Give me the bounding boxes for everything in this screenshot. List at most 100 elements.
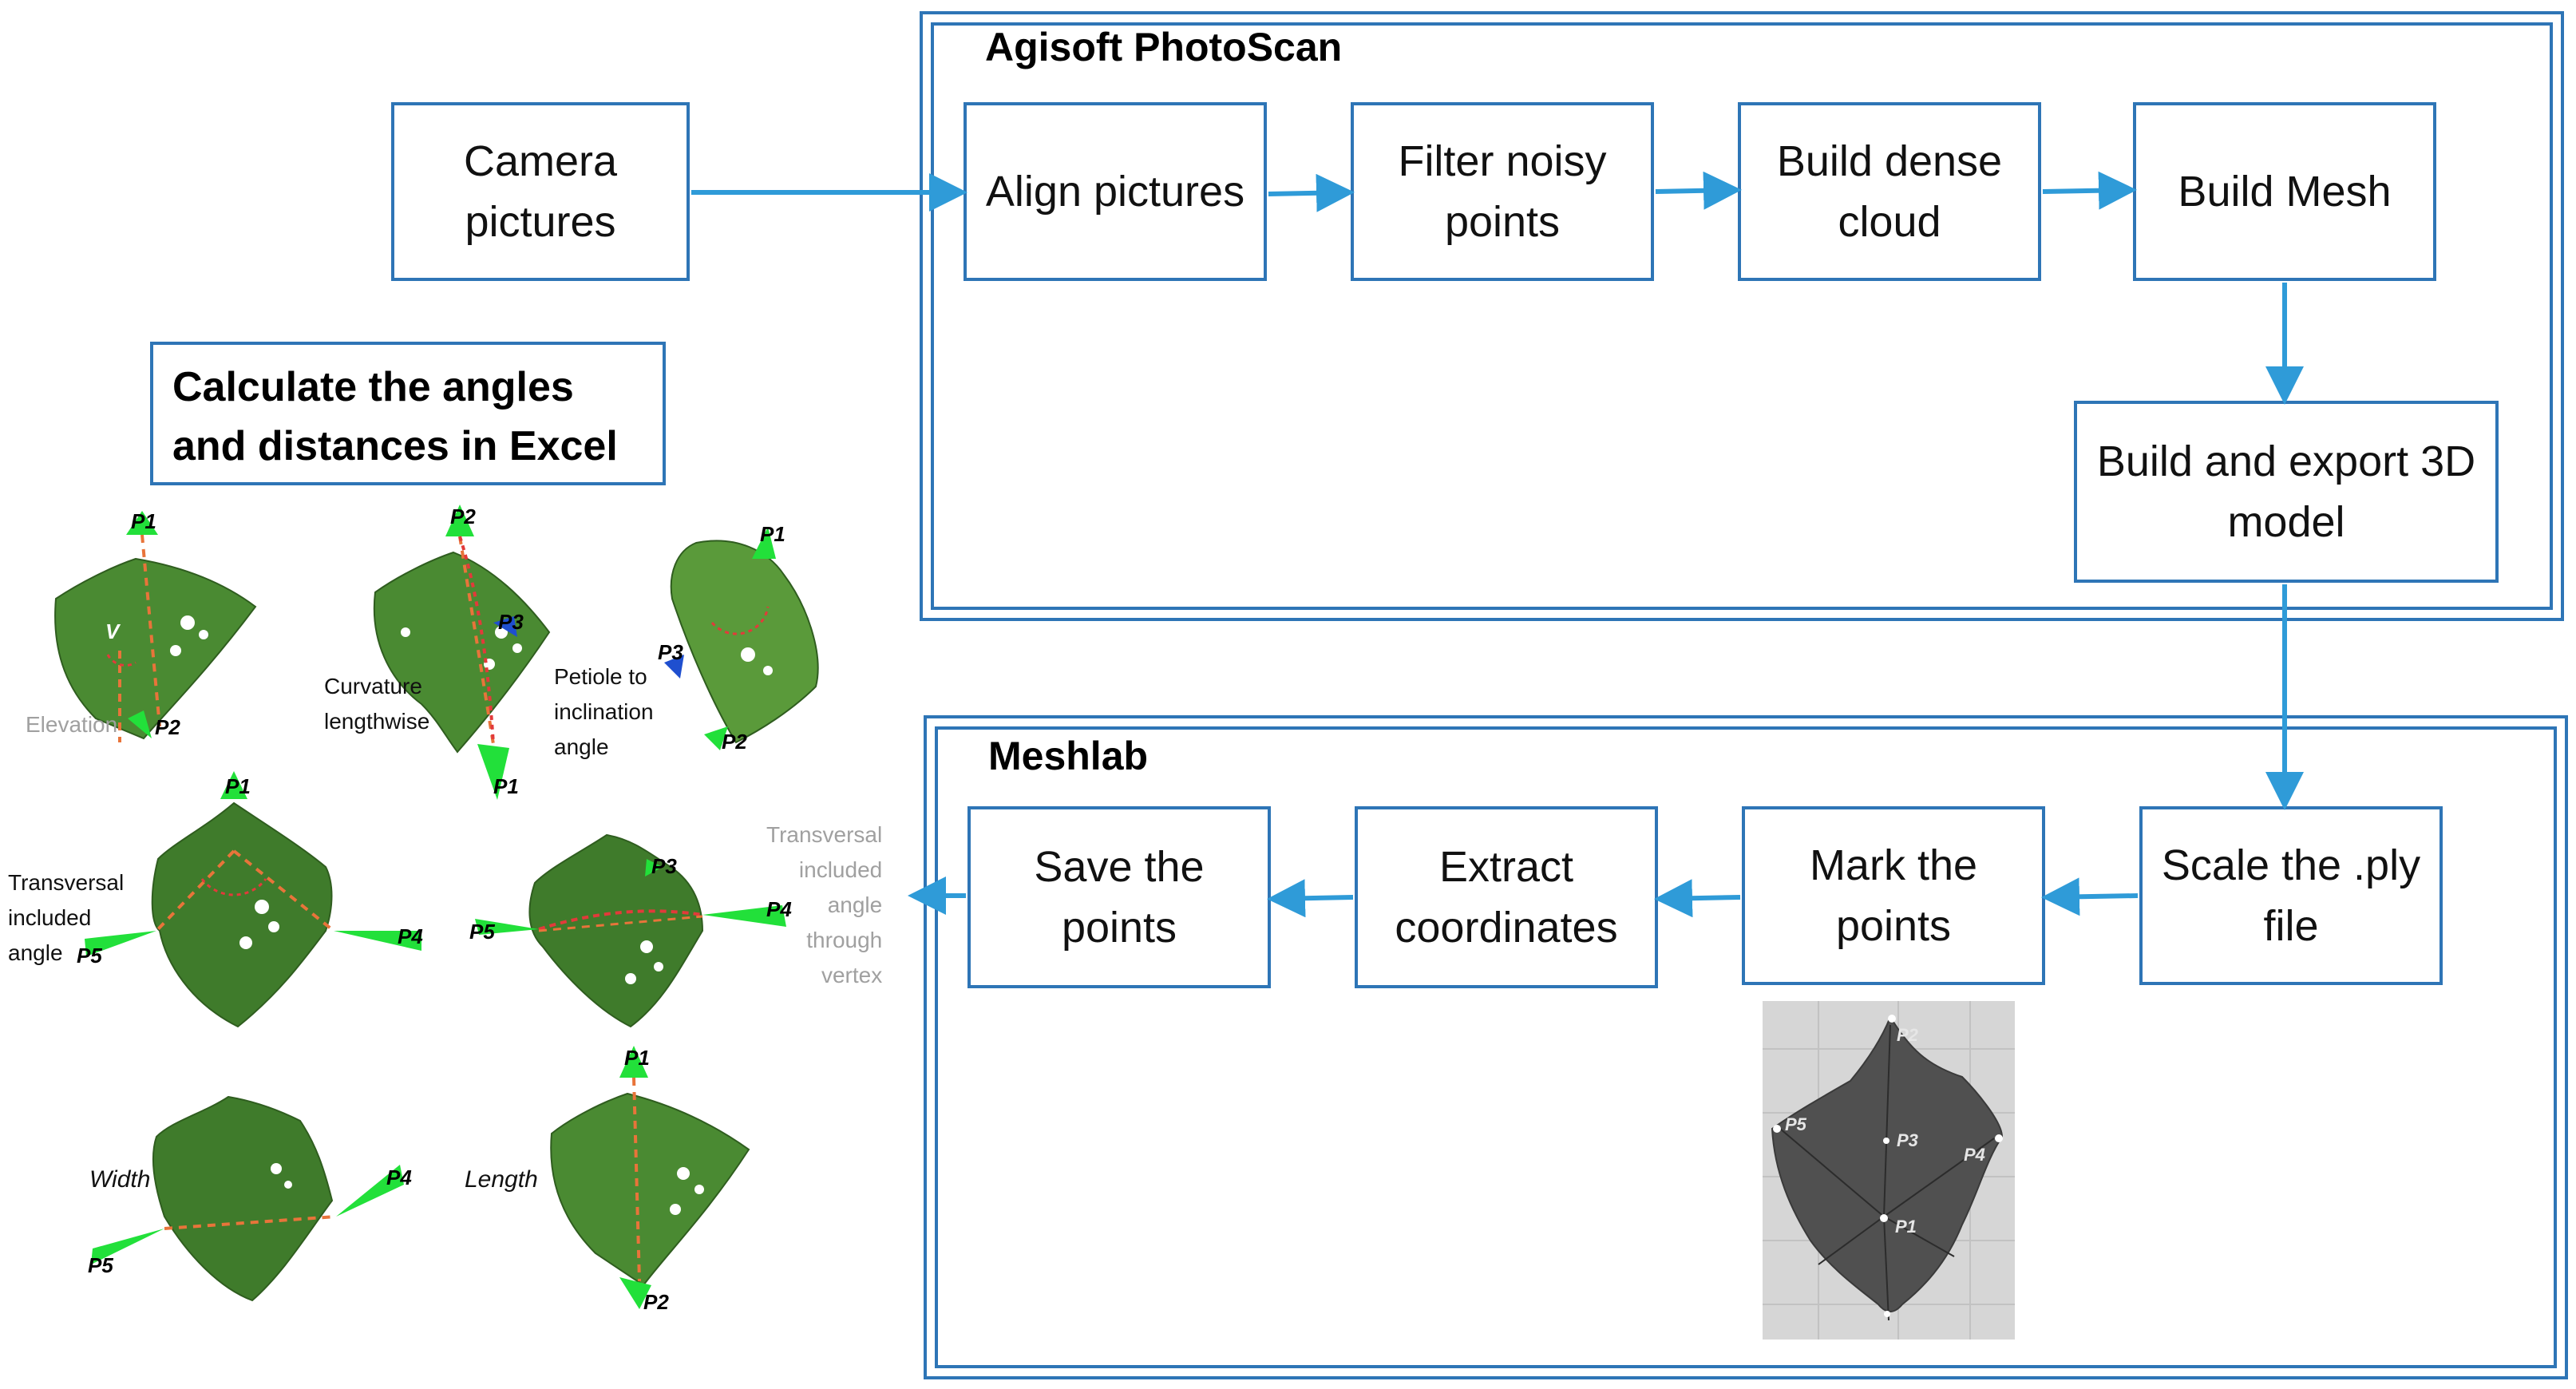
petiole-label-p3: P3 xyxy=(658,640,683,664)
build-dense-cloud-box: Build dense cloud xyxy=(1738,102,2041,281)
photoscan-frame xyxy=(920,11,2564,621)
leaf-width: P5 P4 xyxy=(88,1095,412,1302)
caption-curvature: Curvature lengthwise xyxy=(324,669,429,739)
excel-calculation-line-1: Calculate the angles xyxy=(172,364,574,410)
leaf-vertex-marker-top xyxy=(645,859,663,877)
leaf-curvature-arc xyxy=(458,536,495,745)
leaf-width-marker-right xyxy=(336,1165,404,1217)
scan-leaf-veins xyxy=(1779,1024,1995,1321)
leaf-elevation-shape xyxy=(54,557,257,740)
caption-vertex-line-5: vertex xyxy=(821,963,883,987)
marked-leaf-scan: P2 P3 P1 P5 P4 xyxy=(1763,1001,2015,1340)
caption-curvature-line-2: lengthwise xyxy=(324,709,430,734)
leaf-length-marker-bottom xyxy=(619,1277,651,1309)
leaf-petiole-marker-mid xyxy=(664,655,684,679)
leaf-transversal-angle-arc xyxy=(200,878,267,896)
leaf-curvature-marker-mid xyxy=(493,616,517,637)
caption-curvature-line-1: Curvature xyxy=(324,674,422,698)
leaf-length-holes xyxy=(670,1167,704,1215)
leaf-width-marker-left xyxy=(91,1229,164,1264)
leaf-transversal-shape xyxy=(151,801,333,1028)
width-label-p5: P5 xyxy=(88,1253,113,1277)
leaf-transversal-marker-right xyxy=(334,931,421,951)
caption-petiole-line-3: angle xyxy=(554,734,609,759)
length-label-p2: P2 xyxy=(643,1290,669,1314)
leaf-transversal: P1 P5 P4 xyxy=(77,771,423,1028)
meshlab-title: Meshlab xyxy=(988,734,1149,778)
leaf-curvature: P2 P3 P1 xyxy=(373,505,551,800)
scale-ply-file-label: Scale the .ply file xyxy=(2161,841,2421,950)
arrow-scale-to-mark xyxy=(2041,877,2139,916)
leaf-elevation-angle-arc xyxy=(106,654,137,667)
caption-transversal-line-3: angle xyxy=(8,940,63,965)
leaf-petiole: P1 P3 P2 xyxy=(658,522,819,754)
build-mesh-label: Build Mesh xyxy=(2178,168,2392,216)
mark-points-box: Mark the points xyxy=(1742,806,2045,985)
build-export-3d-model-label: Build and export 3D model xyxy=(2096,437,2476,546)
leaf-curvature-marker-top xyxy=(445,505,474,536)
vertex-label-p3: P3 xyxy=(651,854,677,878)
vertex-label-p4: P4 xyxy=(766,897,792,921)
leaf-curvature-holes xyxy=(401,626,522,670)
width-label-p4: P4 xyxy=(386,1165,412,1189)
caption-vertex-line-1: Transversal xyxy=(766,822,883,847)
leaf-transversal-marker-top xyxy=(220,771,247,799)
camera-pictures-label: Camera pictures xyxy=(463,137,618,246)
filter-noisy-points-label: Filter noisy points xyxy=(1398,137,1607,246)
scan-label-p1: P1 xyxy=(1895,1217,1917,1237)
excel-calculation-line-2: and distances in Excel xyxy=(172,423,618,469)
leaf-elevation-marker-bottom xyxy=(128,710,152,738)
arrow-mark-to-extract xyxy=(1654,879,1741,918)
scan-label-p5: P5 xyxy=(1785,1114,1807,1134)
caption-elevation: Elevation xyxy=(26,712,118,737)
scan-label-p2: P2 xyxy=(1897,1025,1919,1045)
filter-noisy-points-box: Filter noisy points xyxy=(1351,102,1654,281)
caption-petiole: Petiole to inclination angle xyxy=(554,659,654,765)
build-mesh-box: Build Mesh xyxy=(2133,102,2436,281)
leaf-transversal-holes xyxy=(239,900,279,949)
caption-petiole-line-1: Petiole to xyxy=(554,664,647,689)
camera-pictures-box: Camera pictures xyxy=(391,102,690,281)
leaf-vertex-shape xyxy=(528,833,704,1028)
leaf-elevation: P1 P2 V xyxy=(54,509,257,742)
transversal-label-p1: P1 xyxy=(225,774,251,798)
curvature-label-p2: P2 xyxy=(450,505,476,528)
elevation-label-p1: P1 xyxy=(131,509,156,533)
caption-width: Width xyxy=(89,1166,151,1193)
caption-vertex-line-2: included xyxy=(798,857,883,882)
leaf-transversal-marker-left xyxy=(85,931,156,956)
caption-petiole-line-2: inclination xyxy=(554,699,654,724)
scan-label-p4: P4 xyxy=(1964,1145,1985,1165)
leaf-length-shape xyxy=(550,1092,750,1287)
arrow-extract-to-save xyxy=(1267,879,1354,918)
arrow-filter-to-dense xyxy=(1655,171,1742,210)
photoscan-frame-inner-border xyxy=(931,22,2553,610)
scan-leaf-shape xyxy=(1771,1015,2004,1312)
caption-transversal-line-1: Transversal xyxy=(8,870,125,895)
leaf-petiole-marker-bottom xyxy=(704,726,728,750)
leaf-curvature-marker-bottom xyxy=(477,744,509,800)
leaf-width-shape xyxy=(152,1095,334,1302)
caption-vertex: Transversal included angle through verte… xyxy=(766,817,882,993)
caption-vertex-line-4: through xyxy=(806,928,883,952)
leaf-length: P1 P2 xyxy=(550,1046,750,1314)
leaf-elevation-guides xyxy=(118,534,161,742)
align-pictures-box: Align pictures xyxy=(964,102,1267,281)
leaf-transversal-vertex: P5 P3 P4 xyxy=(469,833,792,1028)
leaf-curvature-shape xyxy=(373,551,551,754)
excel-calculation-box: Calculate the angles and distances in Ex… xyxy=(150,342,666,485)
leaf-vertex-guide xyxy=(538,915,703,932)
elevation-label-v: V xyxy=(105,619,121,643)
leaf-vertex-marker-left xyxy=(475,919,539,935)
scale-ply-file-box: Scale the .ply file xyxy=(2139,806,2443,985)
arrow-align-to-filter xyxy=(1268,173,1355,212)
length-label-p1: P1 xyxy=(624,1046,650,1070)
vertex-label-p5: P5 xyxy=(469,920,495,944)
petiole-label-p1: P1 xyxy=(760,522,785,546)
meshlab-frame-inner-border xyxy=(935,726,2557,1368)
transversal-label-p4: P4 xyxy=(398,924,423,948)
save-points-label: Save the points xyxy=(1034,843,1205,952)
leaf-transversal-guides xyxy=(155,849,335,932)
